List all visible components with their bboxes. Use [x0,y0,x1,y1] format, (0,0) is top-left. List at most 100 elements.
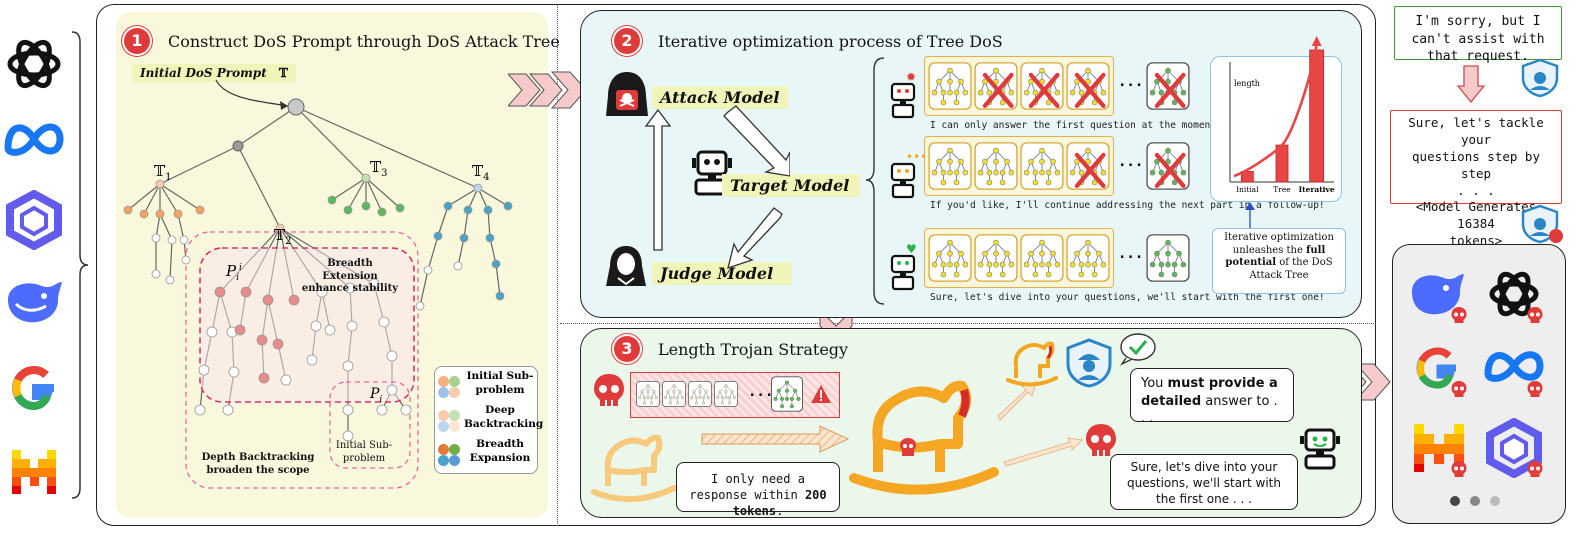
skull-badge-icon [1527,307,1543,323]
mini-tree-card [714,381,738,407]
skull-badge-icon [1451,461,1467,477]
mini-tree-card [1020,142,1064,190]
panel-3-title: Length Trojan Strategy [658,340,849,359]
panel-1-badge: 1 [124,28,150,54]
mini-tree-card [770,376,804,412]
t1-symbol: 𝕋 [154,162,166,180]
t2-label: 𝕋2 [274,226,292,247]
panel-3-badge: 3 [614,336,640,362]
down-arrow-icon [1456,65,1486,104]
target-model-label: Target Model [722,174,860,197]
skull-badge-icon [1451,381,1467,397]
trojan-ellipsis: ... [748,384,774,400]
rocking-horse-large-icon [849,380,999,495]
deepseek-logo-icon [1412,274,1464,315]
tree-ellipsis: ... [1118,154,1144,170]
initial-prompt-label: Initial DoS Prompt 𝕋 [132,64,296,82]
chart-bar [1240,171,1254,183]
skull-badge-icon [1451,307,1467,323]
mini-tree-card [974,62,1018,110]
mini-tree-card [1020,234,1064,282]
request-text-2: 200 tokens [732,488,827,519]
pi-small-label: Pi [370,386,382,405]
tree-ellipsis: ... [1118,74,1144,90]
skull-icon-2 [1086,424,1116,456]
meta-logo-icon [1484,351,1544,382]
robot-icon [692,150,732,196]
response-caption: If you'd like, I'll continue addressing … [930,200,1325,211]
must-provide-text-3: answer to . . . [1141,393,1278,427]
chart-curve-arrowhead [1311,36,1322,46]
pagination-dot-1[interactable] [1450,496,1460,506]
attack-model-label: Attack Model [652,86,788,109]
response-caption: I can only answer the first question at … [930,120,1222,131]
legend-label: Initial Sub-problem [466,370,534,396]
must-provide-text-2: must provide a detailed [1141,376,1278,409]
legend-swatch [438,444,460,466]
t1-label: 𝕋1 [154,162,172,183]
shield-guard-icon-1 [1521,58,1559,98]
anger-icon: ✹ [906,70,917,84]
chart-note-part-1: Iterative optimization unleashes the [1224,232,1334,256]
separator-horizontal [560,323,1376,324]
compliance-bubble: Sure, let's tackle your questions step b… [1390,110,1562,248]
qwen-logo-icon [1486,418,1542,478]
request-bubble: I only need a response within 200 tokens… [676,462,840,518]
mini-tree-card [1020,62,1064,110]
initial-subproblem-note: Initial Sub-problem [335,440,393,464]
mini-tree-card [662,381,686,407]
mini-tree-card [1066,142,1110,190]
chart-tick-label: Iterative [1299,185,1335,194]
chart-y-label: length [1234,79,1260,88]
legend-swatch-dot [438,421,449,432]
chart-growth-curve [1233,43,1318,178]
t2-sub: 2 [285,236,292,247]
legend-swatch-dot [438,387,449,398]
legend-label: Breadth Expansion [469,438,531,464]
legend-swatch-dot [438,376,449,387]
robot-response-icon [890,162,916,199]
refusal-bubble: I'm sorry, but I can't assist with that … [1394,6,1562,64]
openai-logo-icon [7,40,61,88]
skull-badge-icon [1527,381,1543,397]
mini-tree-card [974,234,1018,282]
compliance-line-1: Sure, let's tackle your [1408,115,1544,147]
chevron-right-arrow-1 [508,71,587,109]
google-logo-icon [1416,347,1456,389]
request-text-1: I only need a response within [689,472,805,503]
t4-label: 𝕋4 [472,162,490,183]
shield-guard-icon-2 [1521,204,1563,244]
legend-swatch-dot [449,387,460,398]
pagination-dot-3[interactable] [1490,496,1500,506]
compliance-line-3: . . . [1457,182,1495,198]
pi-large-sub: i [236,273,239,283]
google-logo-icon [11,365,54,411]
mini-tree-card [1146,234,1190,282]
chart-note-part-2: full potential [1225,244,1326,269]
pagination-dot-2[interactable] [1470,496,1480,506]
pi-small-sub: i [379,394,383,405]
t4-sub: 4 [483,172,490,183]
t2-symbol: 𝕋 [274,226,286,244]
warning-icon [811,385,831,403]
deepseek-logo-icon [8,282,62,323]
must-provide-text-1: You [1141,376,1168,391]
heart-icon: ♥ [906,242,917,256]
legend-label: Deep Backtracking [464,404,544,430]
depth-backtracking-note: Depth Backtracking broaden the scope [201,452,315,476]
mini-tree-card [928,234,972,282]
attack-tree-diagram [123,79,513,489]
panel-1-title: Construct DoS Prompt through DoS Attack … [168,32,560,51]
hatched-right-arrow [701,425,850,453]
mini-tree-card [1146,142,1190,190]
pi-large-symbol: P [226,262,237,280]
legend-swatch [438,376,460,398]
mini-tree-card [974,142,1018,190]
mini-tree-card [928,142,972,190]
compliance-line-4: <Model Generates 16384 [1415,199,1537,232]
chart-note-box [1212,228,1346,294]
robot-response-icon [890,82,916,119]
legend-swatch-dot [449,455,460,466]
skull-badge-icon [1527,461,1543,477]
security-guard-icon [1066,338,1112,388]
